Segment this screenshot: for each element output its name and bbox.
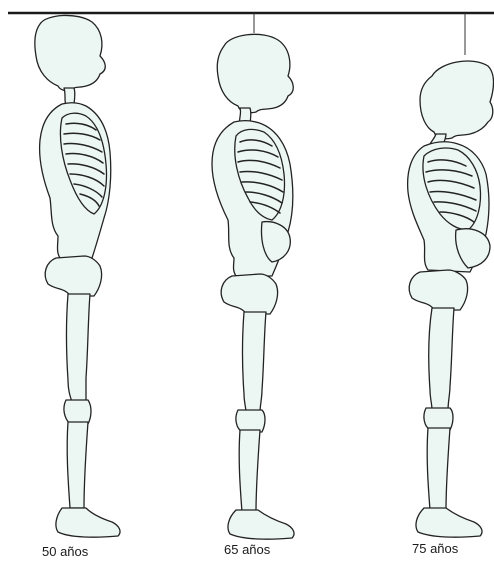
- age-label-50: 50 años: [42, 544, 88, 559]
- skeleton-65-icon: [212, 34, 294, 539]
- age-label-75: 75 años: [412, 541, 458, 556]
- age-label-65: 65 años: [224, 542, 270, 557]
- skeleton-75-icon: [408, 61, 494, 537]
- skeleton-50-icon: [35, 15, 120, 537]
